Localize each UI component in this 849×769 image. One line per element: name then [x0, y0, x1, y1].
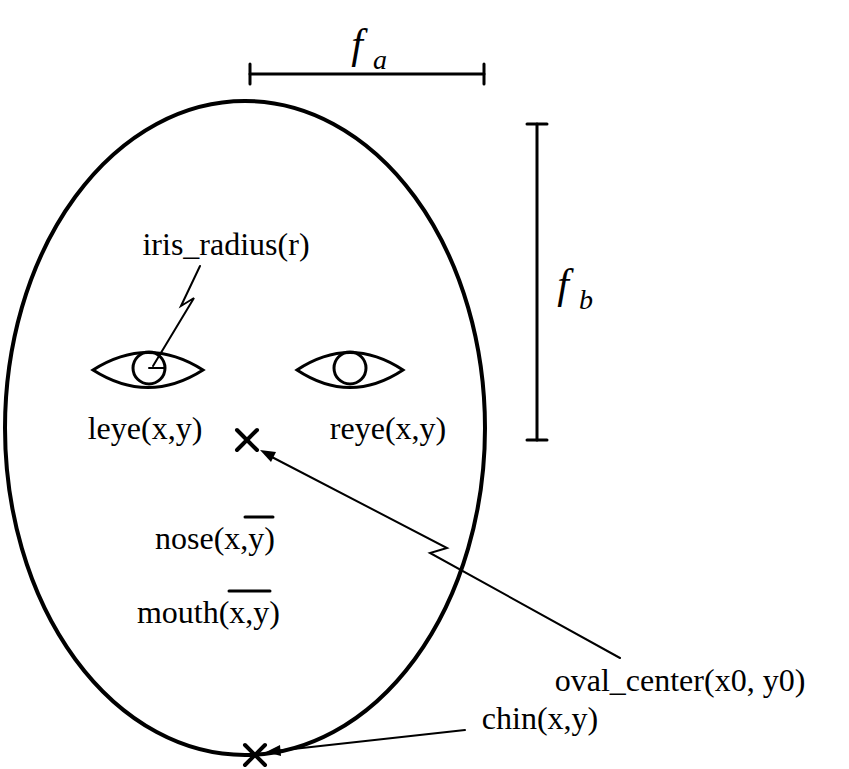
feature-label: reye(x,y) — [330, 412, 446, 444]
feature-label: mouth(x,y) — [137, 596, 280, 628]
feature-label: leye(x,y) — [88, 412, 203, 444]
feature-label: oval_center(x0, y0) — [555, 664, 806, 696]
dimension-symbol: f — [351, 23, 363, 65]
width-dimension — [250, 73, 484, 76]
feature-label: nose(x,y) — [155, 522, 275, 554]
feature-label: iris_radius(r) — [142, 228, 309, 260]
overline — [245, 516, 273, 519]
left-eye — [93, 353, 203, 388]
center-mark — [237, 430, 257, 450]
dimension-subscript: b — [579, 286, 593, 314]
chin-mark — [245, 745, 265, 765]
dimension-symbol: f — [557, 263, 569, 305]
chin-leader — [275, 730, 465, 751]
center-leader — [268, 455, 620, 658]
right-eye — [297, 353, 403, 388]
feature-label: chin(x,y) — [482, 702, 598, 734]
overline — [229, 590, 270, 593]
height-dimension — [536, 124, 539, 440]
iris-leader — [153, 266, 200, 366]
face-oval — [5, 101, 485, 755]
dimension-subscript: a — [373, 46, 387, 74]
